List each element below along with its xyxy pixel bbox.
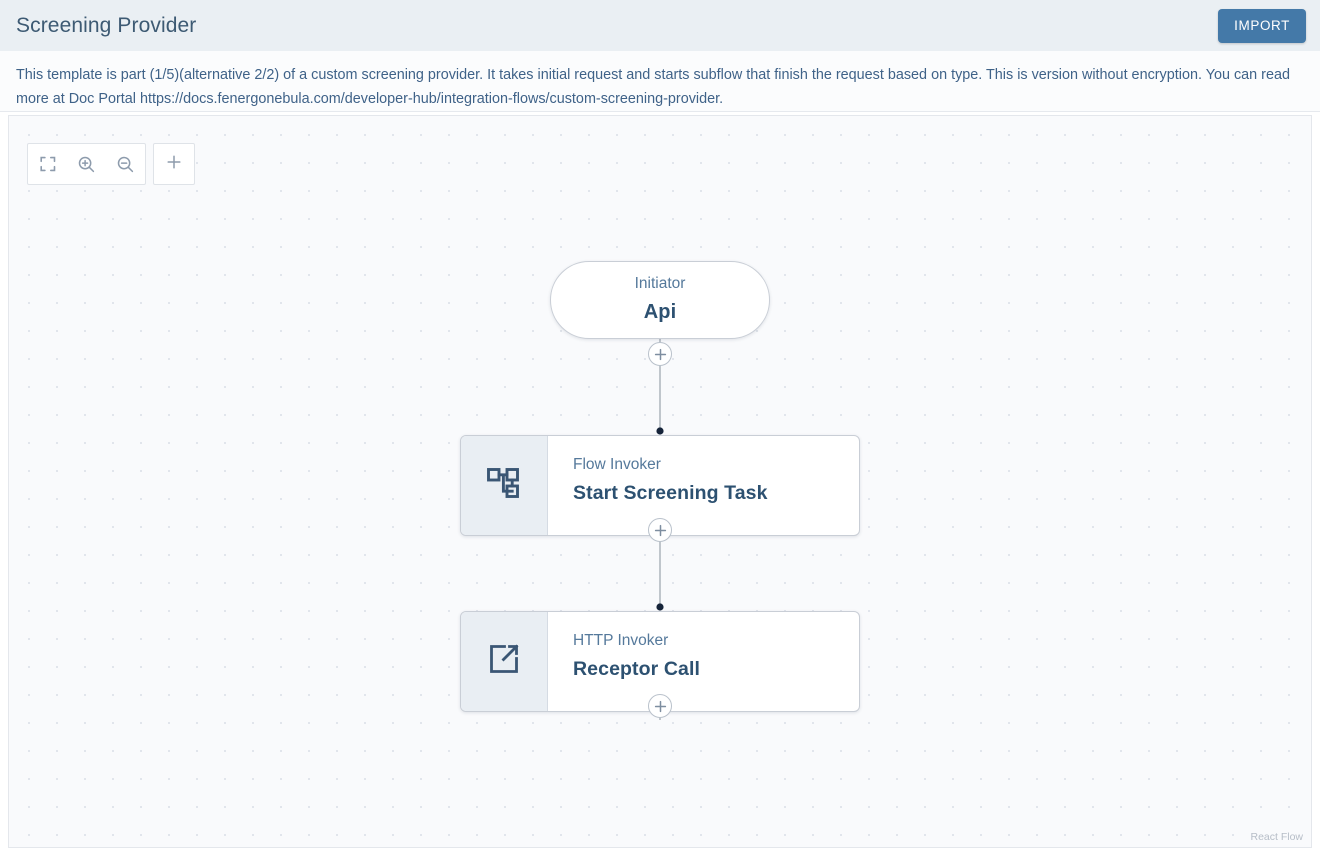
- zoom-in-icon: [77, 155, 96, 174]
- add-step-button-after-flow-invoker[interactable]: [648, 518, 672, 542]
- edge-target-dot: [656, 603, 664, 611]
- zoom-controls-group: [27, 143, 146, 185]
- plus-icon: [164, 152, 184, 177]
- canvas-toolbar: [27, 143, 195, 185]
- zoom-out-icon: [116, 155, 135, 174]
- flow-graph: Initiator Api Flow Invoke: [9, 116, 1311, 847]
- node-initiator[interactable]: Initiator Api: [550, 261, 770, 339]
- fit-view-icon: [39, 155, 57, 173]
- node-subtitle: HTTP Invoker: [573, 632, 669, 649]
- template-description: This template is part (1/5)(alternative …: [16, 67, 1290, 107]
- add-step-button-after-initiator[interactable]: [648, 342, 672, 366]
- flow-edges: [656, 339, 664, 720]
- node-title: Receptor Call: [573, 657, 701, 680]
- node-flow-invoker[interactable]: Flow Invoker Start Screening Task: [460, 435, 860, 536]
- node-title: Start Screening Task: [573, 481, 768, 504]
- sitemap-icon: [485, 464, 523, 507]
- node-title: Api: [643, 301, 677, 324]
- node-body: HTTP Invoker Receptor Call: [548, 612, 859, 711]
- import-button[interactable]: IMPORT: [1218, 8, 1306, 43]
- add-step-button-after-http-invoker[interactable]: [648, 694, 672, 718]
- node-icon-panel: [461, 436, 548, 535]
- description-bar: This template is part (1/5)(alternative …: [0, 51, 1320, 112]
- node-subtitle: Flow Invoker: [573, 456, 661, 473]
- node-subtitle: Initiator: [634, 274, 686, 292]
- zoom-in-button[interactable]: [67, 144, 106, 184]
- page-title: Screening Provider: [16, 14, 197, 37]
- react-flow-attribution[interactable]: React Flow: [1247, 830, 1306, 844]
- add-node-button[interactable]: [153, 143, 195, 185]
- external-link-icon: [485, 640, 523, 683]
- zoom-out-button[interactable]: [106, 144, 145, 184]
- header-bar: Screening Provider IMPORT: [0, 0, 1320, 51]
- flow-canvas[interactable]: Initiator Api Flow Invoke: [8, 115, 1312, 848]
- fit-view-button[interactable]: [28, 144, 67, 184]
- edge-target-dot: [656, 427, 664, 435]
- node-body: Flow Invoker Start Screening Task: [548, 436, 859, 535]
- node-icon-panel: [461, 612, 548, 711]
